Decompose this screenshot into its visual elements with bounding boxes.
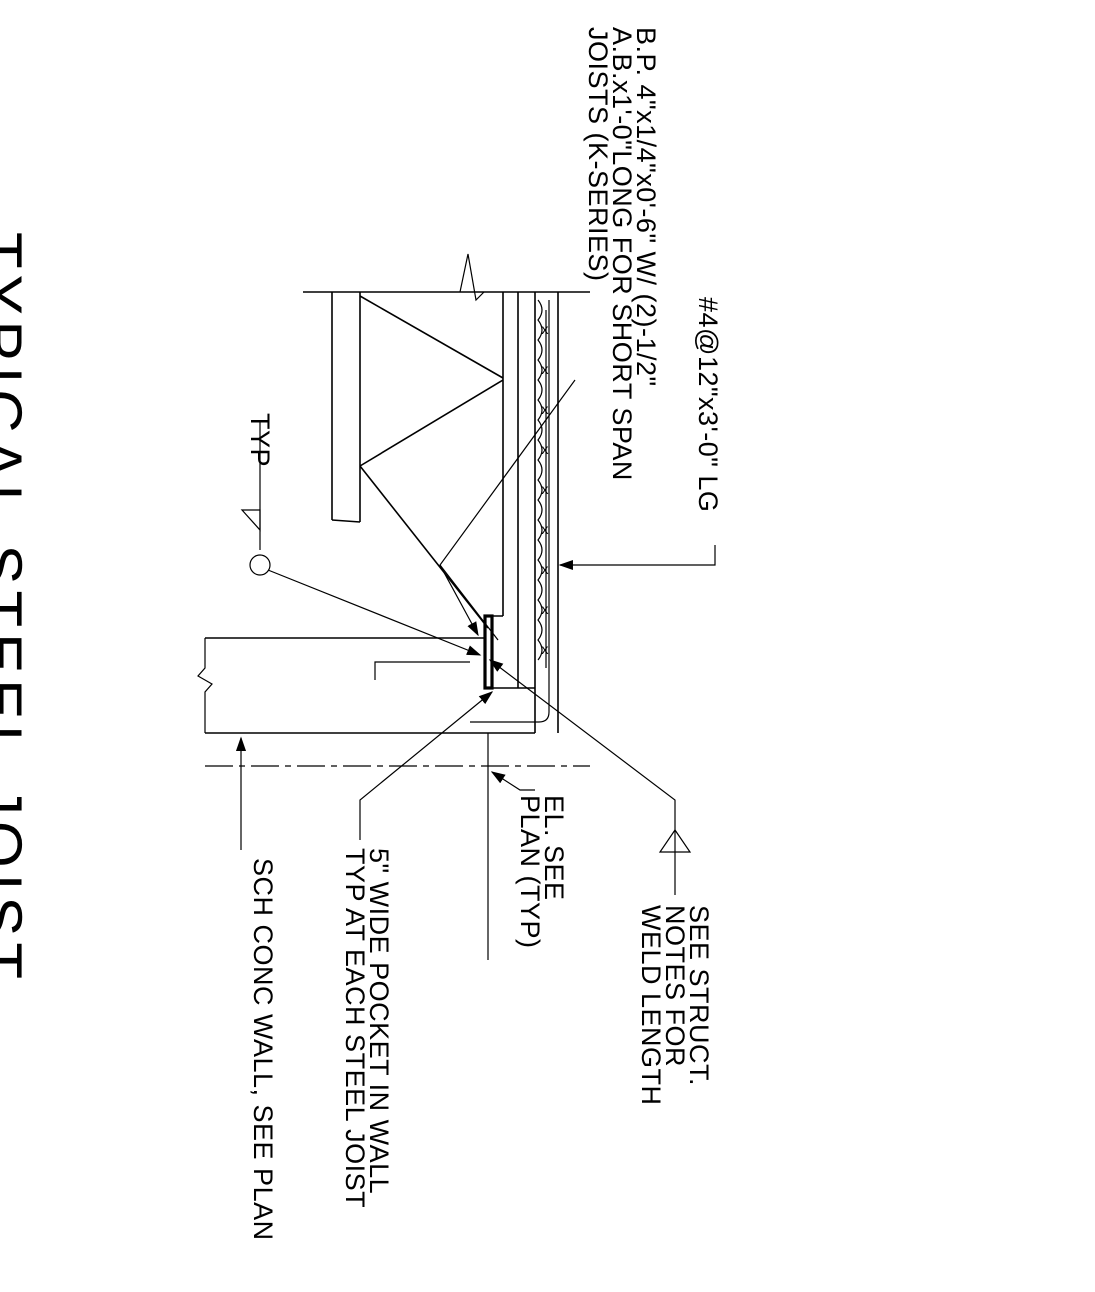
wall-label: SCH CONC WALL, SEE PLAN bbox=[248, 858, 278, 1241]
pocket-label-1: 5" WIDE POCKET IN WALL bbox=[364, 848, 394, 1194]
svg-text:x: x bbox=[541, 323, 549, 338]
dowel-rebar bbox=[470, 300, 550, 723]
svg-text:x: x bbox=[541, 523, 549, 538]
pocket-label-2: TYP AT EACH STEEL JOIST bbox=[340, 848, 370, 1208]
svg-text:x: x bbox=[541, 483, 549, 498]
bearing-plate-label: B.P. 4"x1/4"x0'-6" W/ (2)-1/2" bbox=[631, 27, 661, 387]
elevation-label-2: PLAN (TYP) bbox=[515, 795, 545, 949]
slab: x x x x x x x x x bbox=[303, 253, 590, 733]
joist-series-label: JOISTS (K-SERIES) bbox=[583, 27, 613, 282]
bearing-plate bbox=[483, 614, 494, 690]
svg-text:x: x bbox=[541, 363, 549, 378]
steel-joist bbox=[331, 292, 504, 690]
svg-text:x: x bbox=[541, 403, 549, 418]
svg-text:x: x bbox=[541, 603, 549, 618]
svg-text:x: x bbox=[541, 563, 549, 578]
struct-notes-label-2: NOTES FOR bbox=[660, 905, 690, 1067]
anchor-bolt-label: A.B.x1'-0"LONG FOR SHORT SPAN bbox=[607, 27, 637, 481]
struct-notes-label-1: SEE STRUCT. bbox=[684, 905, 714, 1086]
struct-notes-label-3: WELD LENGTH bbox=[636, 905, 666, 1106]
svg-text:x: x bbox=[541, 443, 549, 458]
elevation-label-1: EL. SEE bbox=[539, 795, 569, 901]
svg-text:x: x bbox=[541, 643, 549, 658]
leaders bbox=[235, 379, 716, 960]
drawing-title: TYPICAL STEEL JOIST bbox=[0, 232, 34, 985]
concrete-wall bbox=[197, 637, 590, 767]
typ-label: TYP bbox=[245, 413, 275, 467]
rebar-label: #4@12"x3'-0" LG bbox=[693, 297, 723, 512]
annotations: B.P. 4"x1/4"x0'-6" W/ (2)-1/2" A.B.x1'-0… bbox=[245, 27, 723, 1241]
metal-deck bbox=[537, 299, 543, 661]
